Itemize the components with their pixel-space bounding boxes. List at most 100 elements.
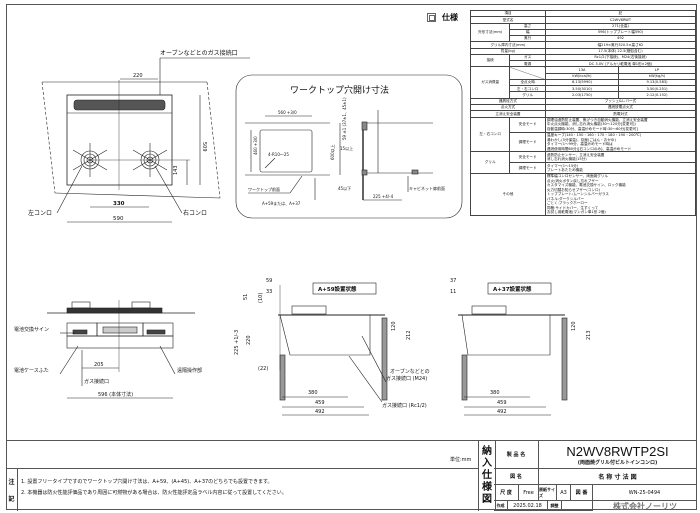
spec-value: 596(トッププレート幅590) bbox=[544, 28, 697, 37]
spec-label: 左・右コンロ bbox=[469, 116, 511, 153]
oven-port-m24-label: ガス接続口 (M24) bbox=[386, 375, 427, 382]
spec-label: 接続 bbox=[469, 53, 511, 68]
paper-size: A3 bbox=[557, 485, 571, 501]
dim-120-a37: 120 bbox=[571, 321, 577, 331]
stove-safe-features: 調理油過熱防止装置、焦げつき自動消火機能、立消え安全装置中火点火機能、消し忘れ消… bbox=[544, 116, 697, 133]
checked-label: 調整 bbox=[548, 501, 562, 511]
diagonal-cell bbox=[509, 66, 546, 80]
grill-vent bbox=[73, 99, 166, 111]
spec-label: 外形寸法(mm) bbox=[469, 22, 511, 43]
note-2: 2. 本機器は防火性能評価品であり周囲に可燃物がある場合は、防火性能評定品ラベル… bbox=[21, 490, 287, 496]
dim-51: 51 bbox=[243, 294, 249, 300]
spec-heading: 仕様 bbox=[427, 12, 458, 23]
dim-59: 59 bbox=[266, 278, 272, 284]
spec-value: Rc1/2(下接続)、M24(右後接続) bbox=[544, 53, 697, 62]
product-name: N2WV8RWTP2SI bbox=[566, 443, 669, 459]
drawing-frame bbox=[6, 4, 697, 510]
left-burner-label: 左コンロ bbox=[28, 209, 52, 217]
drawing-name: 名 称 寸 法 図 bbox=[539, 469, 697, 485]
cabinet-front-label: キャビネット扉前面 bbox=[409, 185, 445, 191]
dim-330: 330 bbox=[113, 201, 125, 207]
dim-459-a37: 459 bbox=[497, 400, 507, 406]
checked-value bbox=[562, 501, 593, 511]
stove-cook-features: 温度キープ(140・150・160・170・180・190・200℃)湯わかし(… bbox=[544, 131, 697, 153]
worktop-title: ワークトップ穴開け寸法 bbox=[290, 84, 389, 96]
created-label: 作成 bbox=[494, 501, 508, 511]
spec-label: 安全モード bbox=[509, 116, 546, 133]
title-block: 単位:mm 注記 1. 設置フリータイプですのでワークトップ穴開け寸法は、A+5… bbox=[6, 440, 697, 511]
drawing-name-label: 図 名 bbox=[494, 469, 539, 485]
spec-title: 仕様 bbox=[442, 13, 458, 22]
spec-value: 熱電対式 bbox=[544, 110, 697, 118]
grill-cook-features: タイマー(1〜15分)プレートあたため機能 bbox=[544, 162, 697, 174]
corner-radius-label: 4-R10〜25 bbox=[268, 152, 289, 157]
dim-460: 460 +3/0 bbox=[253, 136, 258, 155]
notes-label: 注記 bbox=[6, 468, 18, 511]
dim-37: 37 bbox=[450, 278, 456, 284]
dim-225: 225 +4/-4 bbox=[373, 194, 394, 199]
dim-225-side: 225 +1/-3 bbox=[234, 330, 240, 355]
drawing-number: WN-25-0494 bbox=[593, 485, 697, 501]
a-dimension-note: A+59または、A+37 bbox=[262, 200, 301, 206]
dim-492-a37: 492 bbox=[497, 409, 507, 415]
oven-port-label: オーブンなどとの bbox=[390, 368, 430, 375]
dim-143: 143 bbox=[173, 165, 179, 175]
dim-33: 33 bbox=[266, 289, 272, 295]
dim-45: 45以下 bbox=[338, 186, 351, 191]
dim-22: (22) bbox=[258, 366, 268, 372]
remote-control-label: 遠隔操作部 bbox=[177, 367, 202, 374]
dim-212: 212 bbox=[406, 330, 412, 340]
dim-15: 15以上 bbox=[340, 145, 353, 151]
scale-label: 尺 度 bbox=[494, 485, 519, 501]
side-view-a37: A+37設置状態 37 11 120 213 380 459 492 bbox=[450, 278, 592, 416]
worktop-cutout-box: ワークトップ穴開け寸法 560 +3/0 460 +3/0 600以上 4-R1… bbox=[235, 74, 463, 219]
spec-label: 調理モード bbox=[509, 131, 546, 153]
dim-492: 492 bbox=[315, 409, 325, 415]
a59-label: A+59設置状態 bbox=[318, 285, 357, 293]
spec-value: 17.5(本体) 22.5(梱包含む) bbox=[544, 47, 697, 55]
dim-vertical-offset: 59 ±1 (37±1、45±1) bbox=[342, 97, 347, 140]
spec-value: 492 bbox=[544, 35, 697, 43]
dim-560: 560 +3/0 bbox=[278, 110, 297, 115]
dim-205: 205 bbox=[94, 362, 104, 368]
notes: 1. 設置フリータイプですのでワークトップ穴開け寸法は、A+59、(A+45)、… bbox=[21, 477, 287, 499]
cooktop-outline bbox=[66, 94, 173, 186]
product-name-label: 製 品 名 bbox=[494, 441, 539, 469]
spec-box-icon bbox=[427, 13, 436, 22]
grill-safe-features: 過熱防止センサー、立消え安全装置消し忘れ消火機能(15分) bbox=[544, 151, 697, 164]
right-burner-label: 右コンロ bbox=[183, 209, 207, 217]
dim-220-side: 220 bbox=[246, 335, 252, 345]
top-view: オーブンなどとのガス接続口 220 509 143 330 590 左コンロ 右… bbox=[28, 49, 250, 223]
gas-port-rc-label: ガス接続口 (Rc1/2) bbox=[382, 402, 427, 409]
created-date: 2025.02.18 bbox=[508, 501, 548, 511]
oven-gas-port-label: オーブンなどとのガス接続口 bbox=[160, 49, 238, 57]
unit-label: 単位:mm bbox=[450, 457, 472, 463]
dim-120: 120 bbox=[391, 321, 397, 331]
front-view: 電池交換サイン 電池ケースふた 205 ガス接続口 遠隔操作部 596 (本体寸… bbox=[14, 300, 202, 399]
battery-lid-label: 電池ケースふた bbox=[14, 367, 49, 374]
dim-213: 213 bbox=[586, 330, 592, 340]
dim-380-a37: 380 bbox=[490, 390, 500, 396]
company-logo: 株式会社ノーリツ bbox=[613, 501, 677, 511]
dim-509: 509 bbox=[201, 142, 207, 152]
battery-sign-label: 電池交換サイン bbox=[14, 326, 49, 333]
a37-label: A+37設置状態 bbox=[493, 285, 532, 293]
technical-drawing: オーブンなどとのガス接続口 220 509 143 330 590 左コンロ 右… bbox=[14, 49, 592, 416]
dim-590: 590 bbox=[113, 216, 124, 222]
dim-380: 380 bbox=[308, 390, 318, 396]
product-info: 製 品 名 N2WV8RWTP2SI (両面焼グリル付ビルトインコンロ) 図 名… bbox=[494, 441, 697, 511]
spec-value: 幅219×奥行320.5×高さ62 bbox=[544, 41, 697, 49]
paper-size-label: 原紙サイズ bbox=[539, 485, 557, 501]
product-description: (両面焼グリル付ビルトインコンロ) bbox=[577, 459, 658, 466]
side-view-a59: A+59設置状態 59 33 51 (10) 225 +1/-3 220 (22… bbox=[234, 278, 430, 416]
gas-port-label: ガス接続口 bbox=[84, 378, 109, 385]
dim-10: (10) bbox=[258, 293, 264, 303]
spec-label: その他 bbox=[470, 172, 546, 217]
spec-label: グリル bbox=[469, 151, 511, 174]
dim-459: 459 bbox=[315, 400, 325, 406]
spec-label: 安全モード bbox=[509, 151, 546, 164]
document-type: 納入仕様図 bbox=[478, 441, 496, 511]
product-name-cell: N2WV8RWTP2SI (両面焼グリル付ビルトインコンロ) bbox=[539, 441, 697, 469]
dim-596: 596 (本体寸法) bbox=[98, 391, 133, 398]
